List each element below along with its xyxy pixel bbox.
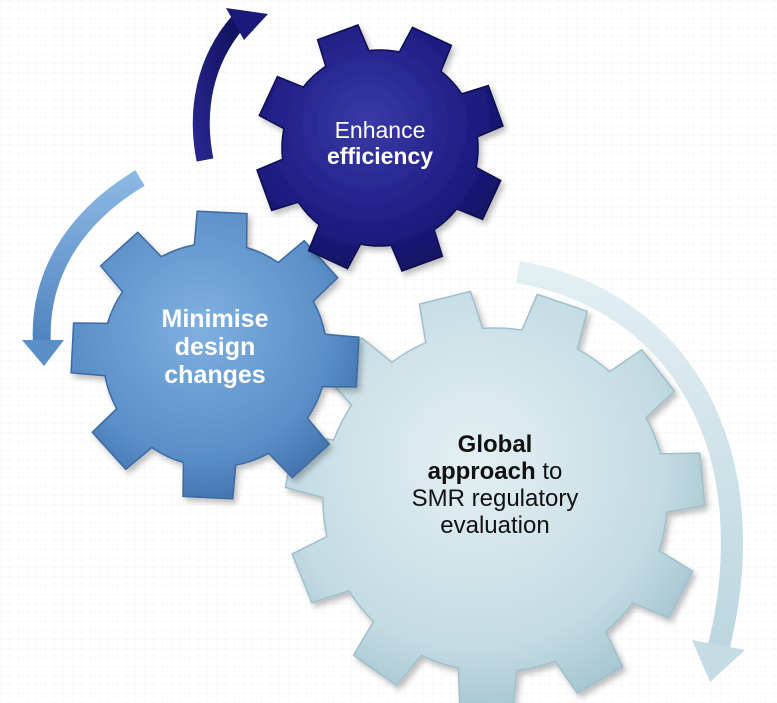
curved-arrow-up-icon	[192, 8, 268, 162]
minimise-design-changes-label: Minimise design changes	[130, 305, 300, 389]
global-line3: SMR regulatory	[411, 484, 579, 512]
minimise-line1: Minimise	[161, 305, 269, 333]
gear-global	[284, 290, 706, 703]
curved-arrow-down-icon	[516, 261, 745, 682]
global-line4: evaluation	[440, 511, 550, 539]
global-line1: Global	[457, 431, 533, 458]
minimise-line2: design	[174, 333, 256, 361]
enhance-efficiency-label: Enhance efficiency	[290, 117, 470, 170]
gear-minimise	[70, 210, 360, 500]
minimise-line3: changes	[164, 361, 266, 389]
enhance-line2: efficiency	[326, 142, 434, 169]
global-line2-bold: approach	[427, 457, 536, 485]
gear-enhance	[256, 24, 504, 272]
global-line2-rest: to	[535, 457, 563, 485]
curved-arrow-down-icon	[22, 170, 145, 366]
enhance-line1: Enhance	[334, 117, 426, 143]
global-approach-label: Global approach to SMR regulatory evalua…	[380, 431, 610, 540]
